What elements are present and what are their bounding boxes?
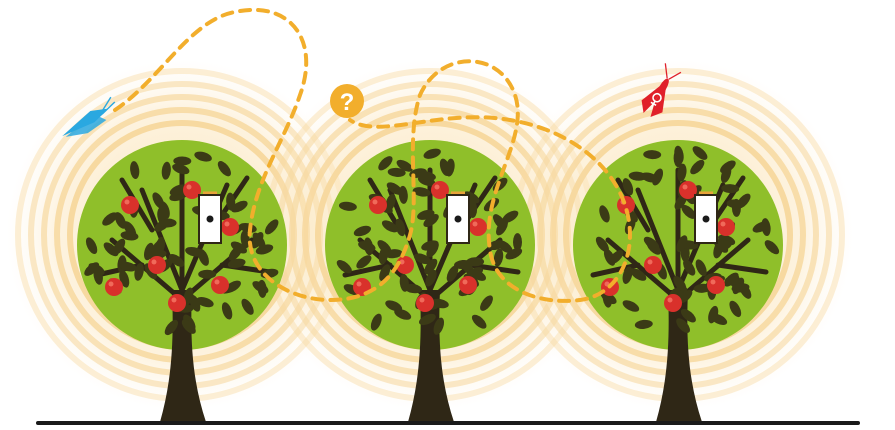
apple-highlight — [473, 222, 478, 227]
apple-highlight — [187, 185, 192, 190]
apple — [148, 256, 166, 274]
pheromone-dispenser-icon — [199, 193, 221, 243]
apple — [121, 196, 139, 214]
apple-highlight — [215, 280, 220, 285]
apple — [369, 196, 387, 214]
apple — [221, 218, 239, 236]
apple-highlight — [225, 222, 230, 227]
apple-highlight — [357, 282, 362, 287]
tree-leaf — [198, 270, 216, 279]
apple — [644, 256, 662, 274]
apple-highlight — [125, 200, 130, 205]
dispenser-hole — [207, 216, 214, 223]
apple-highlight — [463, 280, 468, 285]
question-mark-text: ? — [340, 89, 355, 116]
apple — [211, 276, 229, 294]
apple-highlight — [373, 200, 378, 205]
apple-highlight — [152, 260, 157, 265]
apple-highlight — [711, 280, 716, 285]
dispenser-hole — [455, 216, 462, 223]
apple — [459, 276, 477, 294]
apple-highlight — [420, 298, 425, 303]
apple-highlight — [435, 185, 440, 190]
apple-highlight — [109, 282, 114, 287]
question-mark-icon: ? — [330, 84, 364, 118]
apple — [469, 218, 487, 236]
apple — [416, 294, 434, 312]
dispenser-hole — [703, 216, 710, 223]
apple — [168, 294, 186, 312]
apple-highlight — [668, 298, 673, 303]
apple — [717, 218, 735, 236]
apple-highlight — [172, 298, 177, 303]
apple-tree-row — [77, 140, 783, 422]
apple — [707, 276, 725, 294]
apple-highlight — [683, 185, 688, 190]
apple-highlight — [721, 222, 726, 227]
pheromone-dispenser-icon — [695, 193, 717, 243]
apple — [105, 278, 123, 296]
apple-highlight — [648, 260, 653, 265]
pheromone-dispenser-icon — [447, 193, 469, 243]
apple — [664, 294, 682, 312]
